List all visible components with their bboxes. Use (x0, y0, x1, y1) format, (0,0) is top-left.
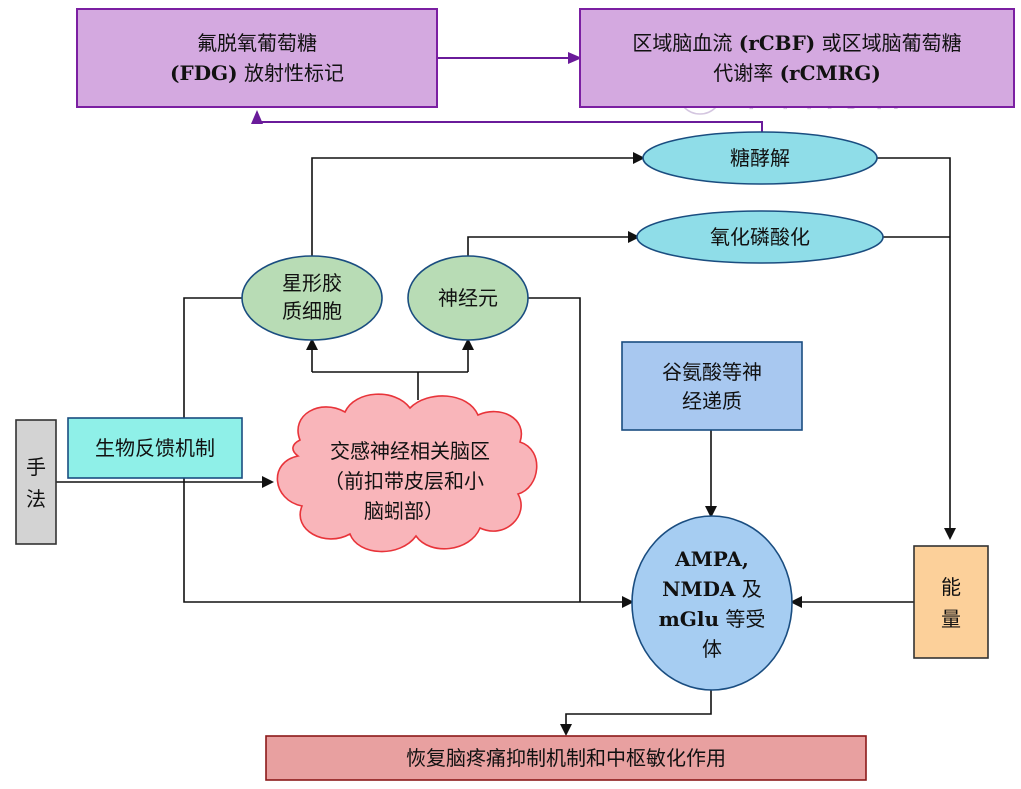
receptors-node: AMPA, NMDA 及 mGlu 等受 体 (631, 515, 793, 691)
energy-box: 能 量 (913, 545, 989, 659)
svg-text:恢复脑疼痛抑制机制和中枢敏化作用: 恢复脑疼痛抑制机制和中枢敏化作用 (406, 746, 726, 770)
svg-text:代谢率 (rCMRG): 代谢率 (rCMRG) (713, 61, 881, 85)
arrow-neuron-to-oxphos (467, 231, 640, 258)
svg-text:神经元: 神经元 (438, 286, 498, 310)
svg-text:生物反馈机制: 生物反馈机制 (95, 436, 215, 460)
oxphos-node: 氧化磷酸化 (636, 210, 884, 264)
svg-text:NMDA 及: NMDA 及 (662, 577, 762, 601)
biofeedback-box: 生物反馈机制 (67, 417, 243, 479)
svg-text:氟脱氧葡萄糖: 氟脱氧葡萄糖 (197, 31, 317, 55)
fdg-box: 氟脱氧葡萄糖 (FDG) 放射性标记 (76, 8, 438, 108)
svg-text:星形胶: 星形胶 (282, 271, 342, 295)
svg-text:经递质: 经递质 (682, 389, 742, 413)
outcome-box: 恢复脑疼痛抑制机制和中枢敏化作用 (265, 735, 867, 781)
svg-text:mGlu 等受: mGlu 等受 (659, 607, 766, 631)
neuron-node: 神经元 (407, 255, 529, 341)
svg-text:能: 能 (941, 575, 961, 599)
line-biofeedback-to-astrocyte (183, 297, 242, 418)
svg-text:体: 体 (702, 637, 722, 661)
astrocyte-node: 星形胶 质细胞 (241, 255, 383, 341)
rcbf-box: 区域脑血流 (rCBF) 或区域脑葡萄糖 代谢率 (rCMRG) (579, 8, 1015, 108)
svg-text:区域脑血流 (rCBF) 或区域脑葡萄糖: 区域脑血流 (rCBF) 或区域脑葡萄糖 (632, 31, 961, 55)
svg-text:（前扣带皮层和小: （前扣带皮层和小 (324, 469, 484, 493)
connectors (56, 52, 956, 736)
svg-text:氧化磷酸化: 氧化磷酸化 (710, 225, 810, 249)
sympathetic-cloud: 交感神经相关脑区 （前扣带皮层和小 脑蚓部） (276, 393, 538, 553)
svg-text:脑蚓部）: 脑蚓部） (364, 499, 444, 523)
glutamate-box: 谷氨酸等神 经递质 (621, 341, 803, 431)
svg-text:量: 量 (941, 607, 961, 631)
arrow-astrocyte-to-glycolysis (311, 152, 645, 258)
arrow-receptors-to-outcome (560, 690, 712, 736)
arrow-glycolysis-to-energy (877, 157, 956, 540)
arrow-biofeedback-to-receptors (183, 478, 634, 608)
line-neuron-to-receptors (528, 297, 581, 602)
svg-text:质细胞: 质细胞 (282, 299, 342, 323)
svg-text:手: 手 (26, 455, 46, 479)
manipulation-box: 手 法 (15, 419, 57, 545)
svg-text:AMPA,: AMPA, (674, 547, 749, 571)
svg-text:法: 法 (26, 487, 46, 511)
svg-text:(FDG) 放射性标记: (FDG) 放射性标记 (170, 61, 344, 85)
arrow-glycolysis-to-fdg (251, 110, 763, 138)
svg-text:糖酵解: 糖酵解 (730, 146, 790, 170)
svg-text:谷氨酸等神: 谷氨酸等神 (662, 360, 762, 384)
svg-text:交感神经相关脑区: 交感神经相关脑区 (330, 439, 490, 463)
glycolysis-node: 糖酵解 (642, 131, 878, 185)
